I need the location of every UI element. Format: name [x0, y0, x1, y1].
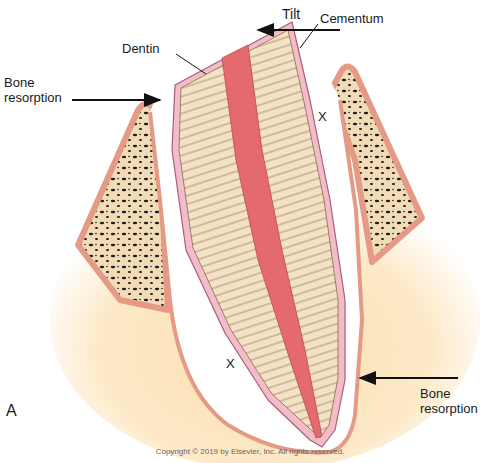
tension-mark: X	[318, 110, 338, 125]
cementum-layer	[172, 22, 345, 447]
process-label: Bone resorption	[420, 387, 500, 417]
resorption-arrow	[360, 377, 458, 379]
copyright-note: Copyright © 2019 by Elsevier, Inc. All r…	[0, 447, 500, 456]
pulp-canal	[222, 45, 322, 438]
process-label: Bone resorption	[4, 76, 76, 106]
dentin-body	[179, 30, 338, 438]
tension-mark: X	[226, 357, 246, 372]
leader-line	[300, 24, 318, 48]
part-label: Dentin	[122, 42, 182, 57]
part-label: Cementum	[320, 12, 400, 27]
resorption-arrow	[72, 99, 160, 101]
tilt-arrow	[258, 29, 340, 31]
direction-label: Tilt	[282, 6, 322, 22]
leader-line	[176, 54, 206, 74]
panel-letter: A	[6, 402, 30, 420]
